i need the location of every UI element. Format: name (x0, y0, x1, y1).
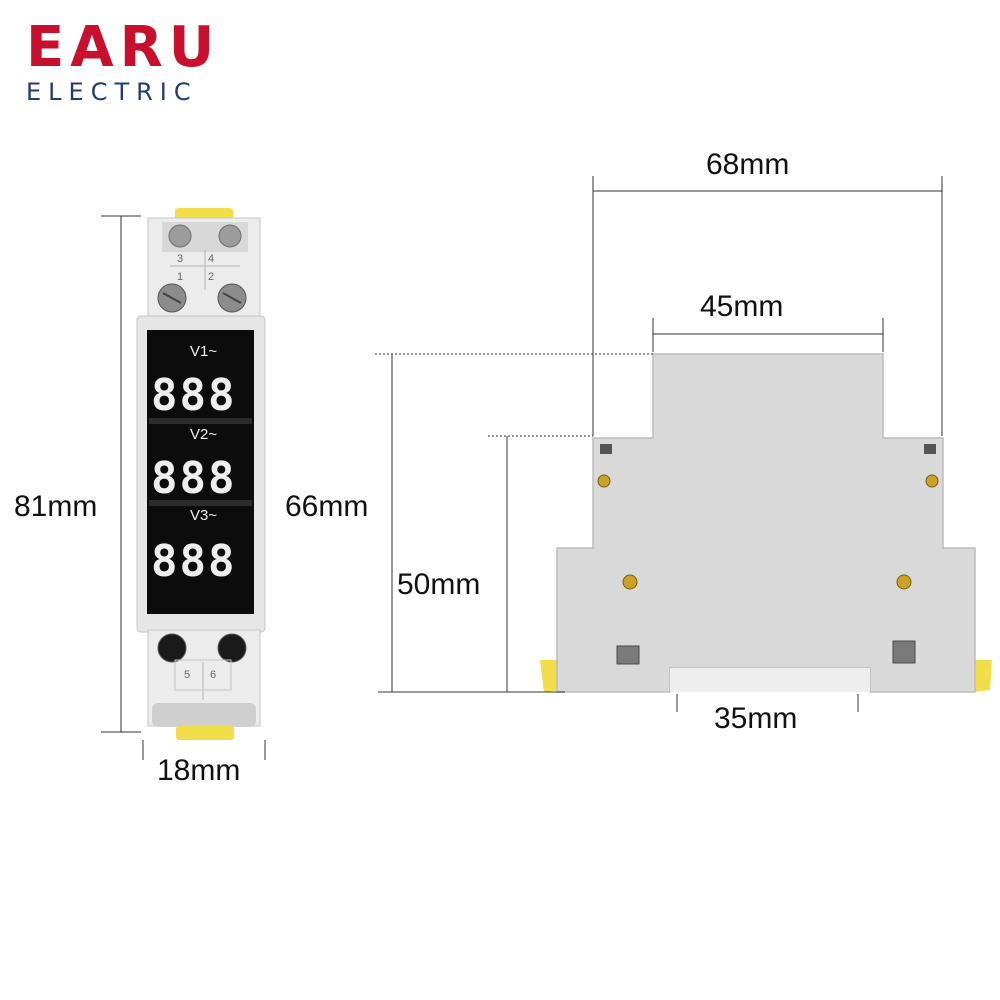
terminal-label: 1 (177, 271, 183, 283)
channel-label-v1: V1~ (190, 343, 217, 360)
rivet-icon (622, 574, 638, 590)
side-view-device (540, 353, 992, 693)
channel-label-v3: V3~ (190, 507, 217, 524)
brand-logo: EARU ELECTRIC (26, 15, 226, 107)
rivet-icon (896, 574, 912, 590)
mid-height-label: 50mm (397, 568, 481, 601)
display-panel (147, 330, 254, 614)
screw-icon (157, 633, 187, 663)
brand-tagline: ELECTRIC (26, 78, 198, 106)
slot (892, 640, 916, 664)
top-height-label: 66mm (285, 490, 369, 523)
rail-clip-right (972, 660, 992, 692)
rail-width-label: 35mm (714, 702, 798, 735)
slot (600, 444, 612, 454)
rivet-icon (597, 474, 611, 488)
terminal-label: 6 (210, 669, 216, 681)
din-rail (670, 668, 870, 692)
channel-digits-v3: 888 (151, 536, 236, 587)
terminal-label: 5 (184, 669, 190, 681)
rivet-icon (925, 474, 939, 488)
channel-digits-v2: 888 (151, 453, 236, 504)
screw-icon (218, 224, 242, 248)
terminal-label: 4 (208, 253, 214, 265)
slot (616, 645, 640, 665)
channel-digits-v1: 888 (151, 370, 236, 421)
slot (924, 444, 936, 454)
channel-label-v2: V2~ (190, 426, 217, 443)
screw-icon (168, 224, 192, 248)
terminal-label: 2 (208, 271, 214, 283)
screw-icon (217, 633, 247, 663)
front-width-label: 18mm (157, 754, 241, 787)
front-dimension-lines (101, 215, 266, 760)
top-width-label: 45mm (700, 290, 784, 323)
terminal-label: 3 (177, 253, 183, 265)
front-view-device: 3 4 1 2 V1~ 888 V2~ 888 V3~ 888 5 6 (136, 208, 266, 740)
side-dimension-lines (375, 176, 943, 712)
front-height-label: 81mm (14, 490, 98, 523)
bottom-clip (176, 726, 234, 740)
brand-name: EARU (26, 15, 221, 80)
total-width-label: 68mm (706, 148, 790, 181)
